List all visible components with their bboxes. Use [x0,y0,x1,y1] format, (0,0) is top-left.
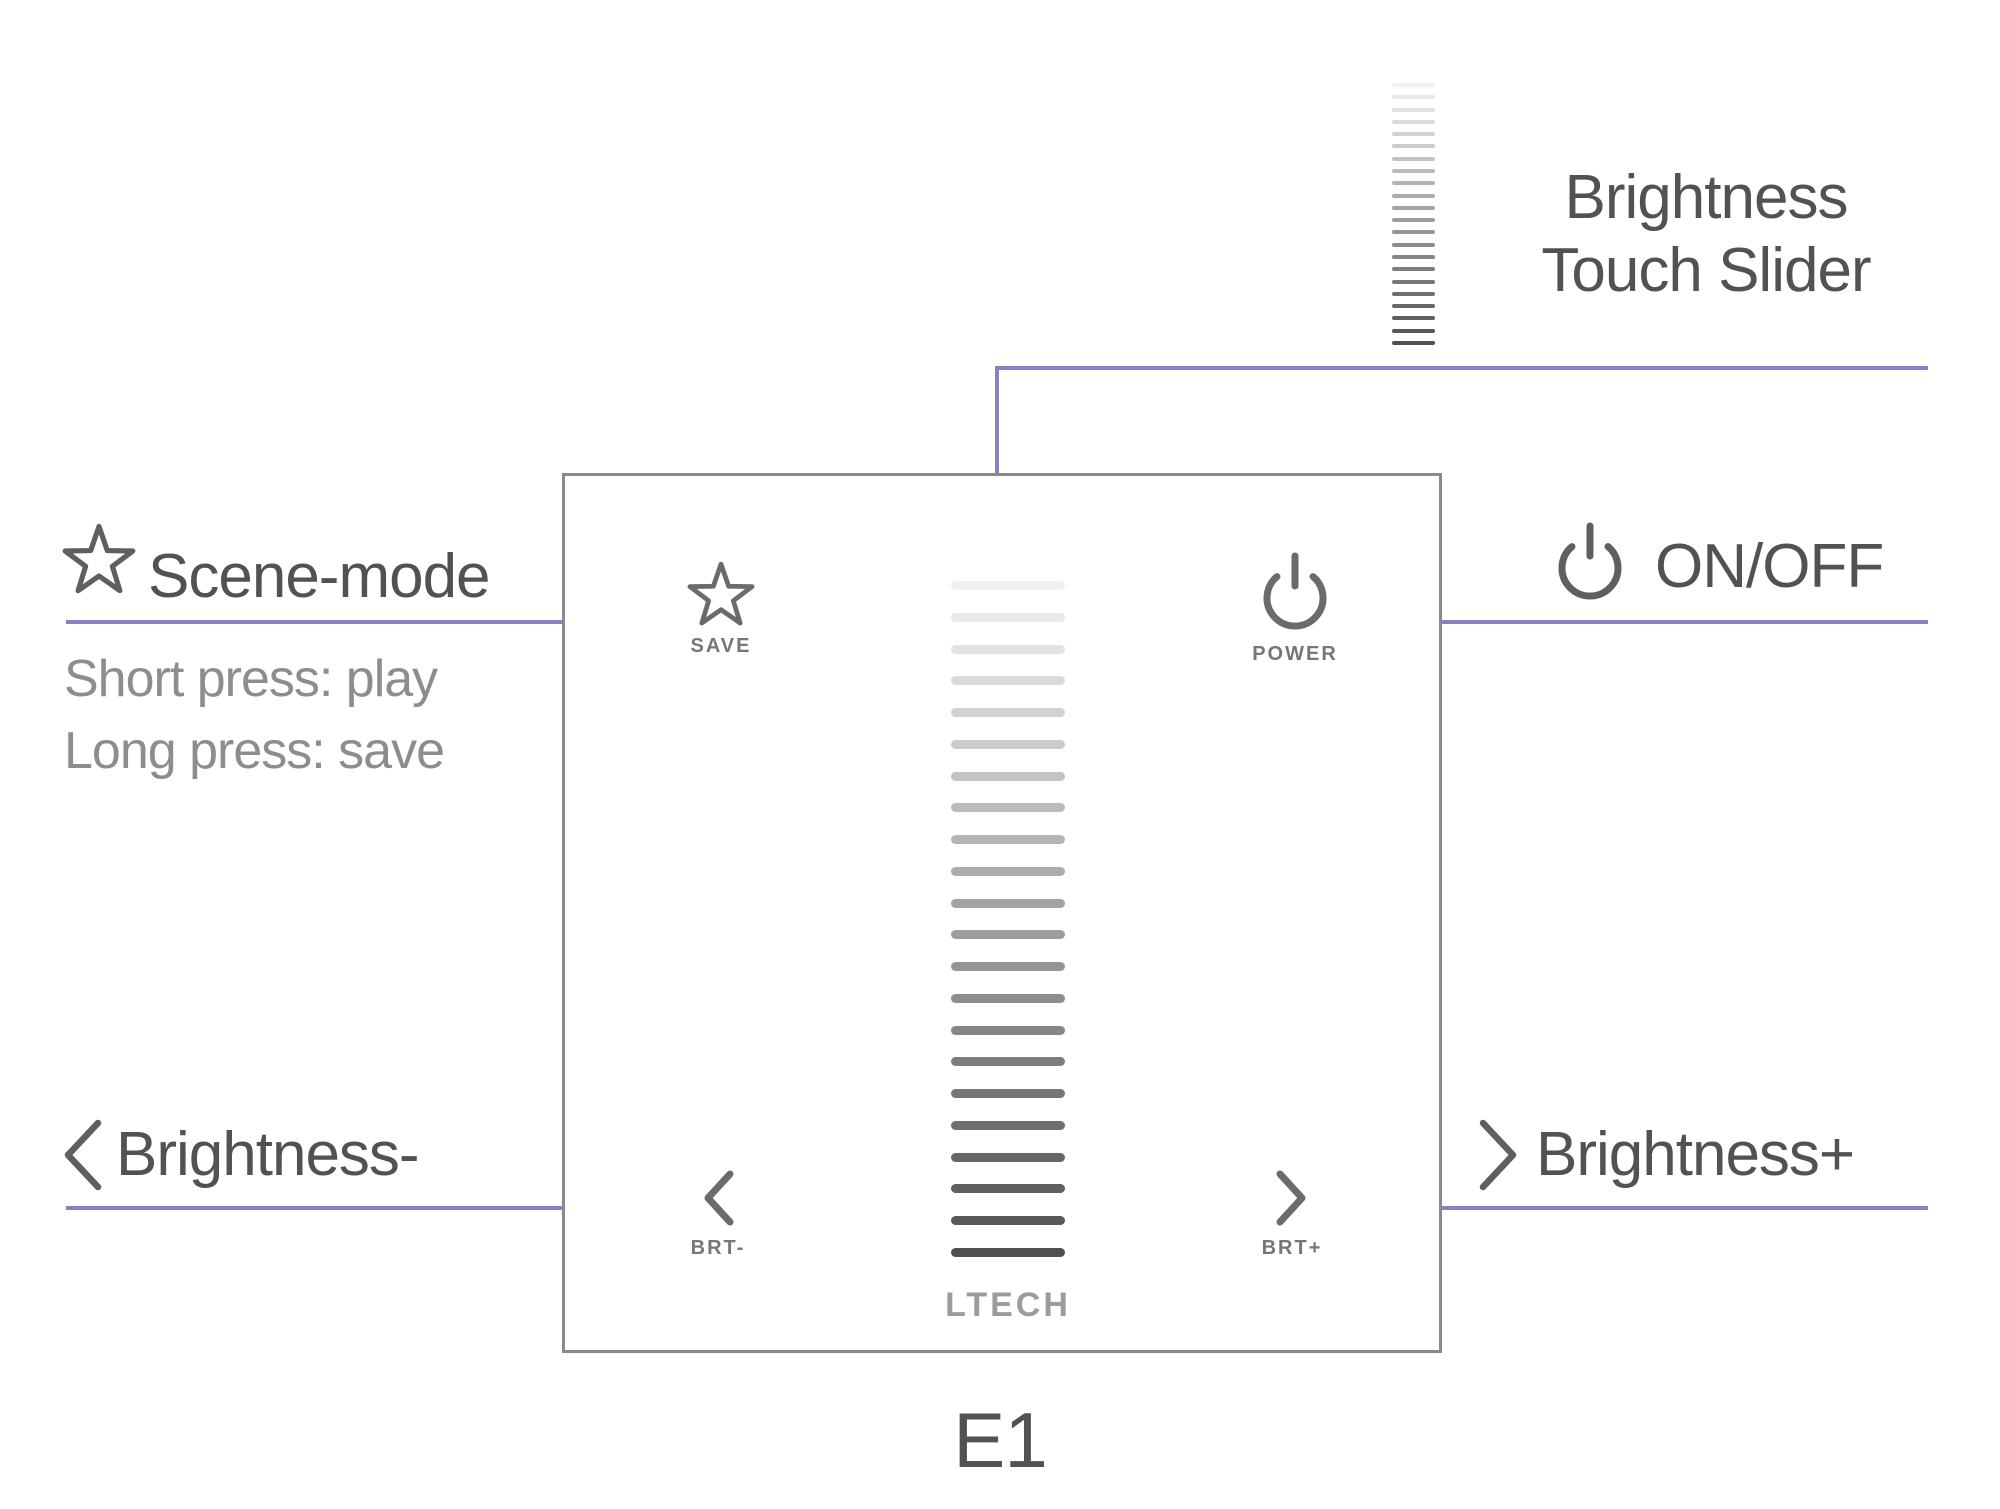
slider-bar [1392,291,1435,296]
slider-bar [951,1152,1065,1162]
slider-bar [951,708,1065,717]
brightness-plus-label: Brightness+ [1536,1120,1855,1189]
slider-bar [951,803,1065,813]
slider-bar [1392,218,1435,223]
slider-bar [951,739,1065,749]
slider-bar [1392,132,1435,137]
power-button-label: POWER [1252,643,1338,665]
brt-minus-chevron-icon [704,1170,734,1226]
slider-bar [1392,181,1435,186]
power-icon [1558,522,1622,600]
slider-bar [1392,119,1435,124]
connector-line-scene [66,620,629,624]
slider-bar [951,1216,1065,1225]
slider-bar [1392,242,1435,247]
slider-bar [1392,168,1435,173]
ltech-logo: LTECH [945,1286,1071,1324]
slider-bar [951,1184,1065,1194]
chevron-right-icon [1479,1119,1517,1191]
slider-bar [951,581,1065,590]
slider-bar [1392,156,1435,161]
slider-bar [951,1089,1065,1098]
brt-plus-button[interactable]: BRT+ [1242,1166,1342,1260]
slider-bar [1392,267,1435,272]
slider-bar [951,1025,1065,1035]
brightness-slider-thumbnail-icon [1392,83,1435,345]
slider-bar [951,962,1065,971]
save-button-label: SAVE [690,635,752,657]
scene-mode-subtext-1: Short press: play [64,650,438,708]
slider-bar [1392,279,1435,284]
brt-minus-button[interactable]: BRT- [668,1166,768,1260]
scene-mode-title: Scene-mode [148,542,491,611]
connector-line-brt-minus [66,1206,629,1210]
power-button[interactable]: POWER [1237,552,1353,666]
touch-slider-callout-line1: Brightness [1564,163,1849,232]
slider-bar [951,771,1065,781]
touch-panel: SAVE POWER BRT- BRT+ LTECH [562,473,1442,1353]
slider-bar [951,835,1065,844]
chevron-left-icon [64,1119,102,1191]
brightness-touch-slider[interactable] [951,581,1065,1257]
slider-bar [951,898,1065,908]
brt-plus-label: BRT+ [1261,1237,1323,1259]
slider-bar [1392,205,1435,210]
slider-bar [1392,254,1435,259]
slider-bar [1392,230,1435,235]
brt-minus-label: BRT- [690,1237,746,1259]
onoff-label: ON/OFF [1655,532,1884,601]
slider-bar [1392,340,1435,345]
save-star-icon [687,561,755,626]
slider-bar [1392,144,1435,149]
brightness-minus-label: Brightness- [116,1120,420,1189]
power-button-icon [1263,552,1327,630]
slider-bar [951,930,1065,940]
connector-line-touch-slider-h [995,366,1928,370]
slider-bar [1392,328,1435,333]
slider-bar [1392,95,1435,100]
slider-bar [1392,107,1435,112]
slider-bar [951,993,1065,1003]
slider-bar [1392,193,1435,198]
model-label: E1 [953,1396,1047,1484]
slider-bar [951,1057,1065,1067]
slider-bar [951,1247,1065,1257]
slider-bar [1392,83,1435,87]
brt-plus-chevron-icon [1276,1170,1306,1226]
slider-bar [951,1120,1065,1130]
slider-bar [951,866,1065,876]
slider-bar [1392,316,1435,321]
save-button[interactable]: SAVE [663,560,779,658]
connector-line-touch-slider-v [995,366,999,518]
touch-slider-callout-line2: Touch Slider [1541,236,1871,305]
slider-bar [1392,304,1435,309]
slider-bar [951,644,1065,654]
slider-bar [951,676,1065,686]
touch-slider-callout: Brightness Touch Slider [1456,161,1956,307]
star-icon [62,523,136,594]
slider-bar [951,612,1065,622]
connector-line-brt-plus [1372,1206,1928,1210]
scene-mode-subtext-2: Long press: save [64,722,445,780]
connector-line-onoff [1371,620,1928,624]
